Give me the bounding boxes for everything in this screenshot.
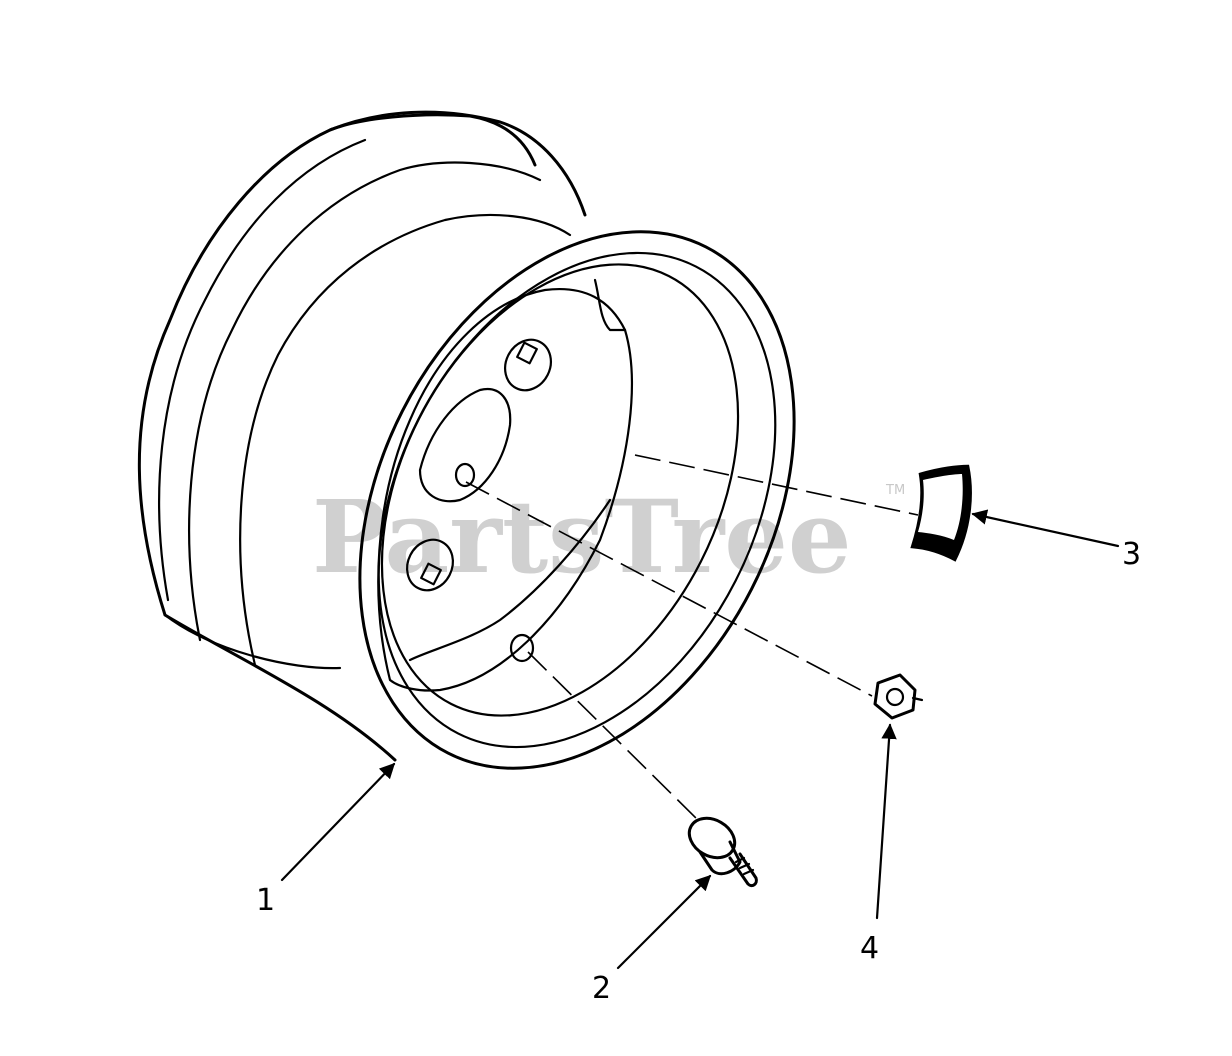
valve-hole (509, 633, 535, 663)
rim-back-flange (328, 113, 537, 167)
stud-hole (454, 462, 476, 488)
rim-back-bead-1 (158, 138, 367, 602)
callout-3: 3 (1122, 537, 1141, 572)
watermark: PartsTree TM (312, 478, 905, 596)
wheel-rim (137, 110, 796, 770)
callout-2: 2 (592, 971, 611, 1006)
rim-front-outer (358, 230, 796, 770)
callout-1: 1 (256, 883, 275, 918)
lug-nut (873, 673, 924, 720)
callout-4: 4 (860, 931, 879, 966)
wheel-weight (910, 464, 972, 562)
leader-2 (616, 874, 712, 970)
disc-notch (593, 278, 627, 332)
assembly-line-weight (634, 454, 919, 516)
assembly-line-nut (465, 481, 873, 697)
center-hub (418, 387, 512, 503)
rim-barrel-bottom (163, 613, 342, 670)
watermark-trademark: TM (885, 483, 905, 498)
leader-3 (971, 509, 1120, 548)
leader-1 (280, 762, 396, 882)
callout-labels: 1 2 3 4 (256, 537, 1141, 1006)
assembly-line-valve (527, 651, 701, 823)
rim-back-bead-3 (239, 213, 572, 667)
lug-hole-left (406, 538, 454, 592)
rim-inner-bead (380, 263, 740, 717)
leader-arrows (280, 509, 1120, 970)
disc-ridge (408, 498, 612, 662)
assembly-lines (465, 454, 919, 823)
center-disc (377, 288, 633, 692)
rim-back-bead-2 (188, 161, 542, 642)
leader-4 (875, 723, 897, 920)
rim-back-silhouette (137, 110, 587, 762)
valve-stem (687, 816, 758, 888)
lug-hole-top (504, 338, 552, 392)
